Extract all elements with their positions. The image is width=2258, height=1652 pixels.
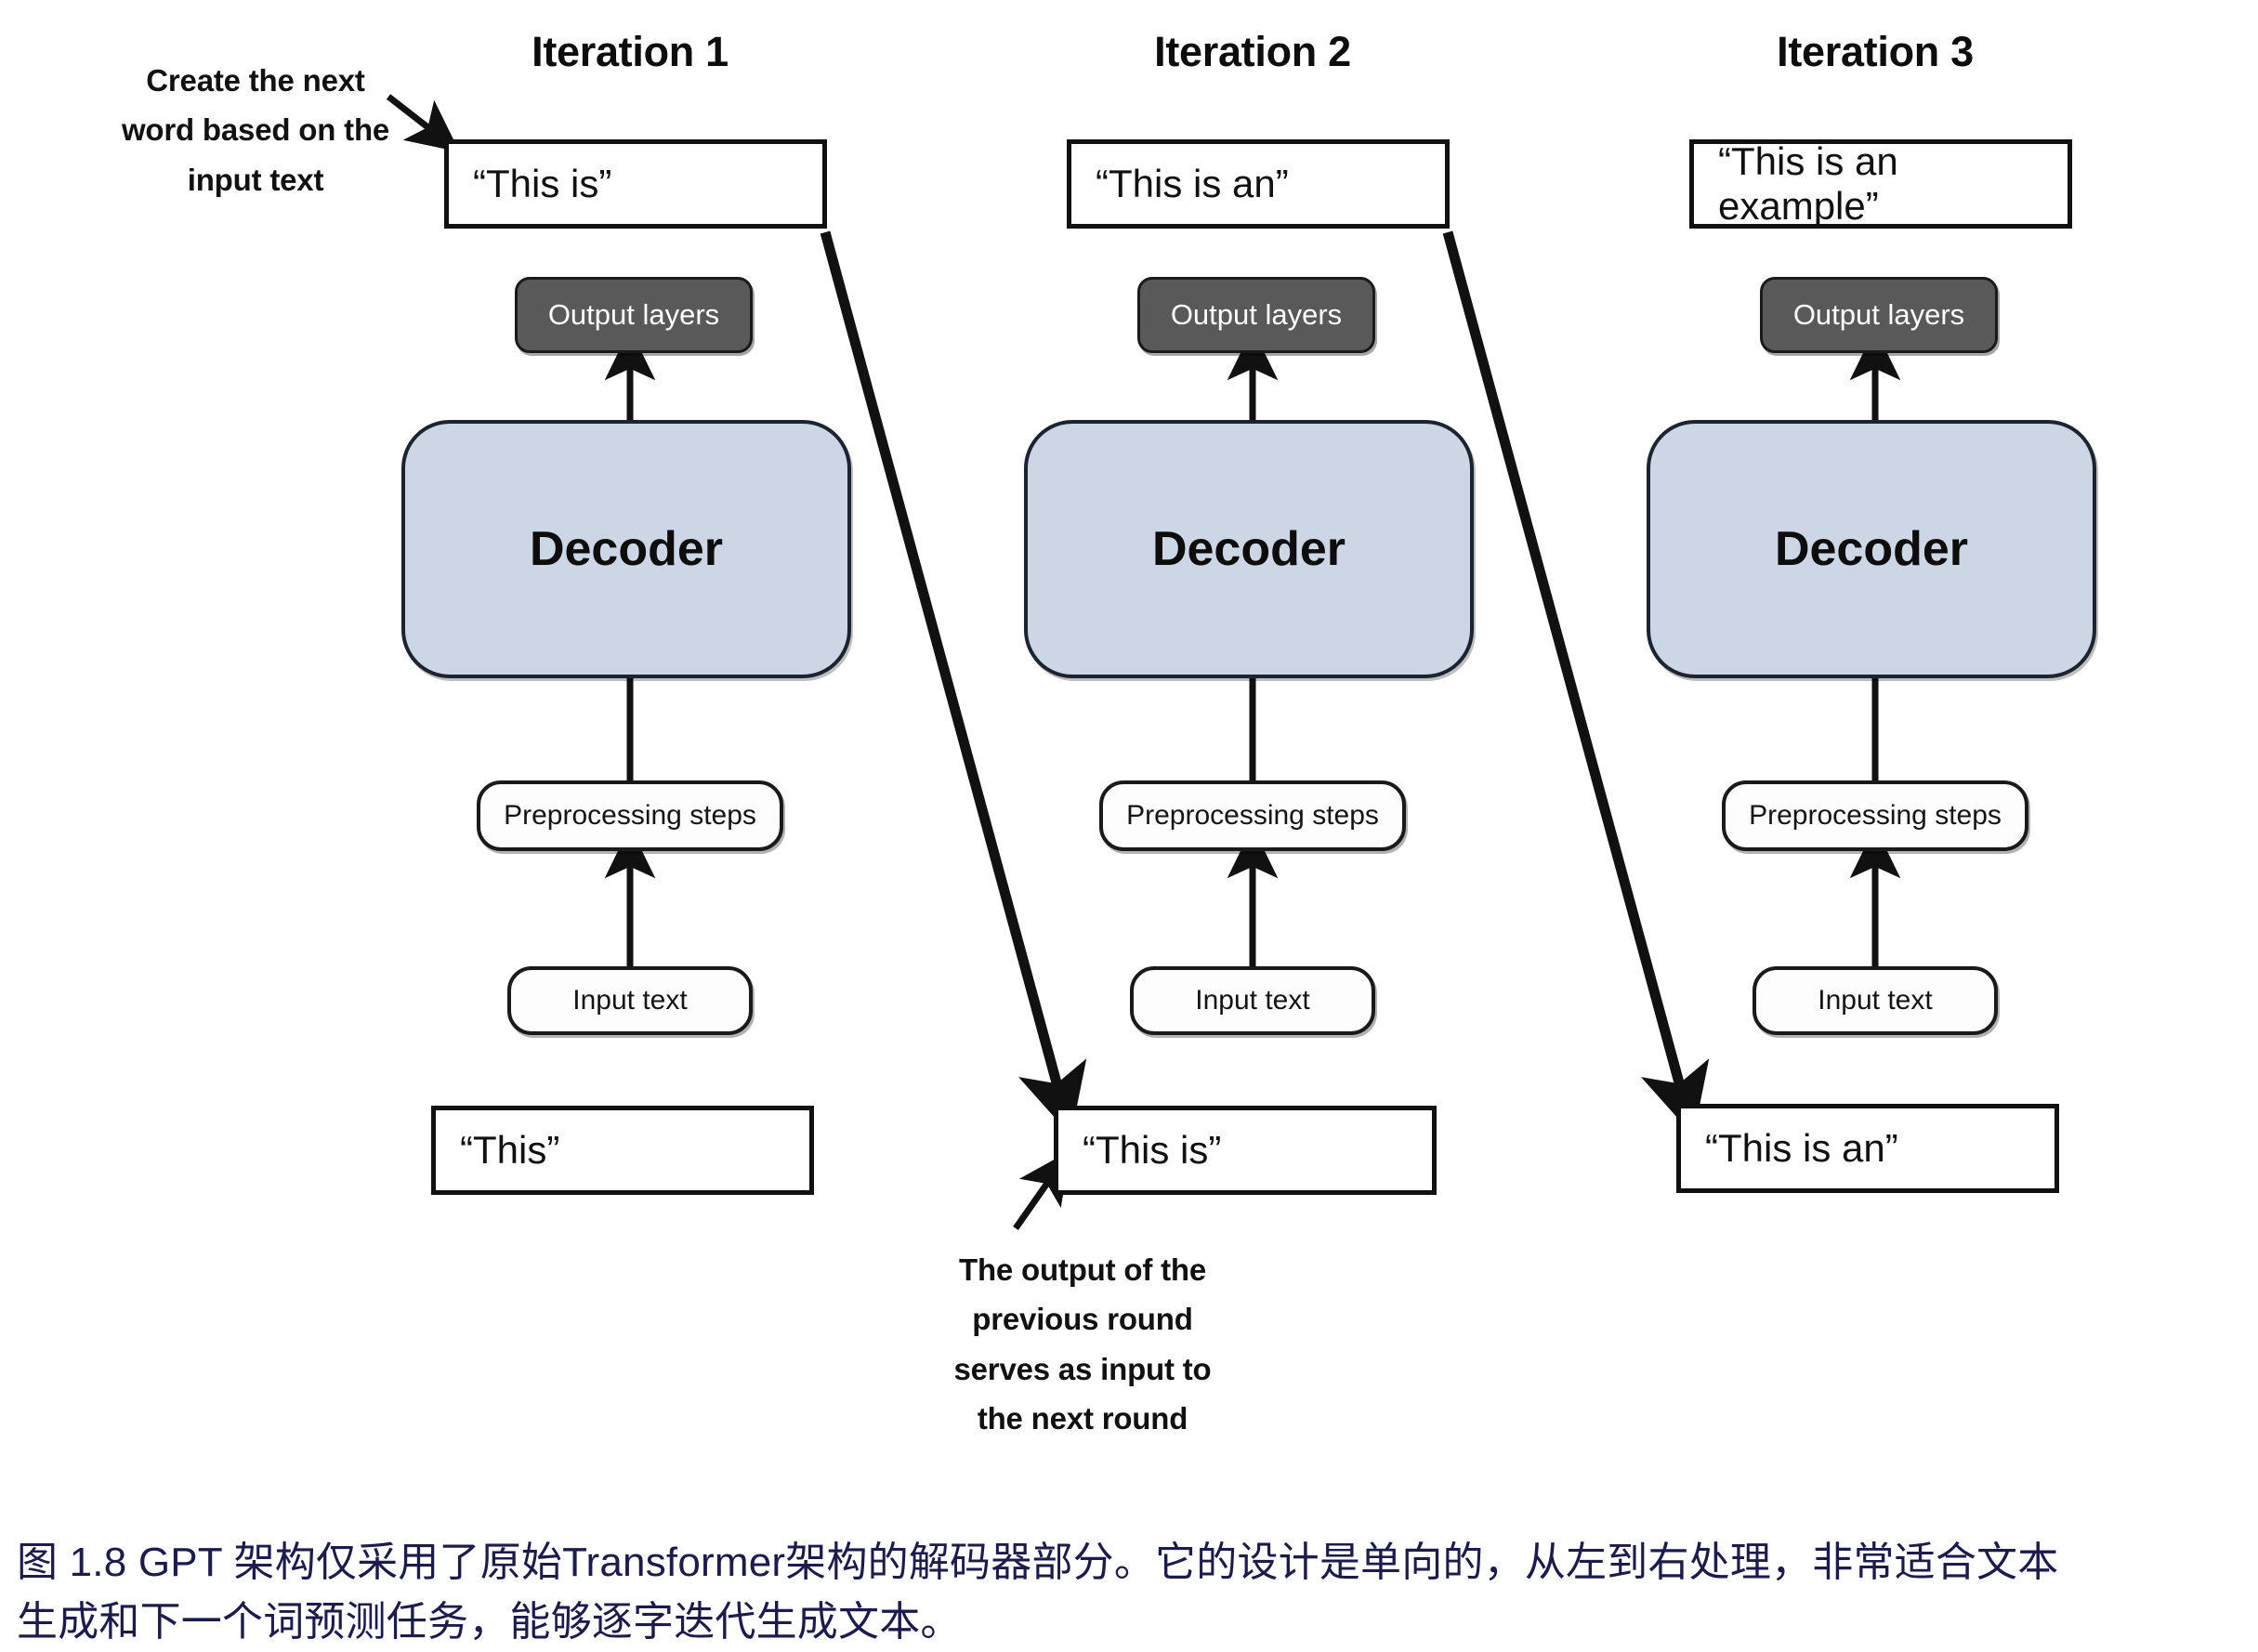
output-layers-label: Output layers	[1170, 298, 1343, 331]
callout-line-3: serves as input to	[953, 1351, 1212, 1386]
output-text-box-iteration-2: “This is an”	[1067, 139, 1450, 229]
callout-output-serves-as-input: The output of the previous round serves …	[915, 1245, 1250, 1444]
input-text-value-box-iteration-3: “This is an”	[1676, 1104, 2059, 1193]
output-layers-box-iteration-2: Output layers	[1137, 277, 1375, 353]
column-header-iteration-2: Iteration 2	[1154, 28, 1351, 75]
input-text-box-iteration-2: Input text	[1130, 966, 1375, 1035]
callout-arrow-bottom-middle	[1013, 1150, 1070, 1231]
input-text-label: Input text	[572, 985, 688, 1016]
callout-line-1: Create the next	[146, 63, 365, 98]
preprocessing-steps-box-iteration-3: Preprocessing steps	[1722, 780, 2028, 851]
output-layers-label: Output layers	[547, 298, 720, 331]
input-text-value: “This is an”	[1705, 1126, 1898, 1170]
input-text-box-iteration-1: Input text	[507, 966, 753, 1035]
output-text-value: “This is”	[473, 162, 612, 205]
preprocessing-steps-label: Preprocessing steps	[1749, 800, 2002, 831]
input-text-value: “This is”	[1083, 1128, 1222, 1172]
callout-line-2: previous round	[972, 1302, 1193, 1337]
output-text-box-iteration-1: “This is”	[444, 139, 827, 229]
output-layers-box-iteration-1: Output layers	[515, 277, 753, 353]
decoder-label: Decoder	[529, 522, 724, 576]
figure-caption: 图 1.8 GPT 架构仅采用了原始Transformer架构的解码器部分。它的…	[17, 1533, 2247, 1652]
column-header-iteration-3: Iteration 3	[1777, 28, 1974, 75]
output-text-box-iteration-3: “This is an example”	[1689, 139, 2072, 229]
callout-line-2: word based on the	[121, 112, 390, 148]
output-layers-box-iteration-3: Output layers	[1760, 277, 1998, 353]
callout-line-3: input text	[187, 162, 324, 197]
input-text-box-iteration-3: Input text	[1753, 966, 1998, 1035]
callout-create-next-word: Create the next word based on the input …	[102, 56, 409, 204]
input-text-value: “This”	[460, 1128, 560, 1172]
figure-caption-line-1: 图 1.8 GPT 架构仅采用了原始Transformer架构的解码器部分。它的…	[17, 1540, 2059, 1585]
preprocessing-steps-label: Preprocessing steps	[504, 800, 756, 831]
input-text-label: Input text	[1818, 985, 1933, 1016]
decoder-box-iteration-2: Decoder	[1024, 420, 1474, 678]
input-text-label: Input text	[1195, 985, 1310, 1016]
figure-caption-line-2: 生成和下一个词预测任务，能够逐字迭代生成文本。	[17, 1598, 962, 1645]
decoder-box-iteration-1: Decoder	[401, 420, 851, 678]
output-text-value: “This is an example”	[1718, 139, 1898, 228]
preprocessing-steps-box-iteration-2: Preprocessing steps	[1099, 780, 1406, 851]
output-layers-label: Output layers	[1792, 298, 1965, 331]
input-text-value-box-iteration-1: “This”	[431, 1106, 814, 1195]
preprocessing-steps-box-iteration-1: Preprocessing steps	[477, 780, 783, 851]
callout-line-4: the next round	[977, 1401, 1188, 1436]
decoder-label: Decoder	[1151, 522, 1346, 576]
input-text-value-box-iteration-2: “This is”	[1054, 1106, 1437, 1195]
column-header-iteration-1: Iteration 1	[532, 28, 729, 75]
arrow-iteration1-output-to-iteration2-input	[820, 230, 1087, 1136]
callout-line-1: The output of the	[958, 1252, 1207, 1287]
decoder-label: Decoder	[1774, 522, 1969, 576]
arrow-iteration2-output-to-iteration3-input	[1442, 230, 1710, 1136]
output-text-value: “This is an”	[1096, 162, 1289, 205]
preprocessing-steps-label: Preprocessing steps	[1126, 800, 1379, 831]
decoder-box-iteration-3: Decoder	[1647, 420, 2096, 678]
